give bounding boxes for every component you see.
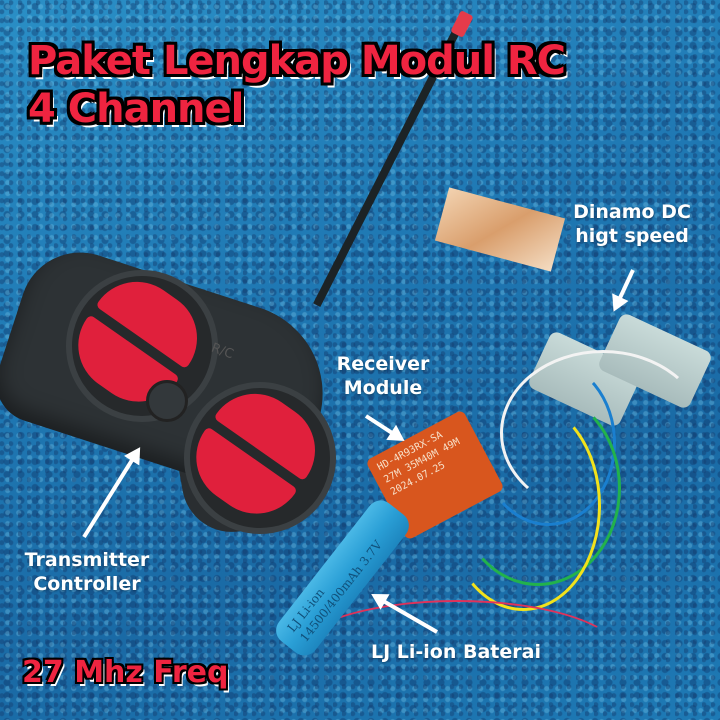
receiver-label-line1: Receiver [336, 353, 430, 375]
title-line-2: 4 Channel [28, 86, 244, 132]
copper-foil-antenna [434, 187, 566, 272]
battery-label: LJ Li-ion Baterai [371, 641, 541, 663]
motor-label-line1: Dinamo DC [573, 201, 691, 223]
transmitter-label-line1: Transmitter [24, 549, 150, 571]
wire-red [290, 600, 624, 714]
receiver-arrow-icon [364, 414, 401, 440]
title-line-1: Paket Lengkap Modul RC [28, 38, 566, 84]
receiver-label-line2: Module [343, 377, 423, 399]
antenna-tip [450, 10, 474, 38]
motor-label: Dinamo DC higt speed [562, 200, 702, 248]
motor-arrow-icon [614, 269, 635, 308]
center-knob [146, 380, 188, 422]
receiver-label: Receiver Module [328, 352, 438, 400]
frequency-badge: 27 Mhz Freq [22, 655, 229, 690]
transmitter-controller: R/C [0, 236, 366, 564]
transmitter-label-line2: Controller [33, 573, 141, 595]
transmitter-label: Transmitter Controller [12, 548, 162, 596]
motor-label-line2: higt speed [575, 225, 689, 247]
